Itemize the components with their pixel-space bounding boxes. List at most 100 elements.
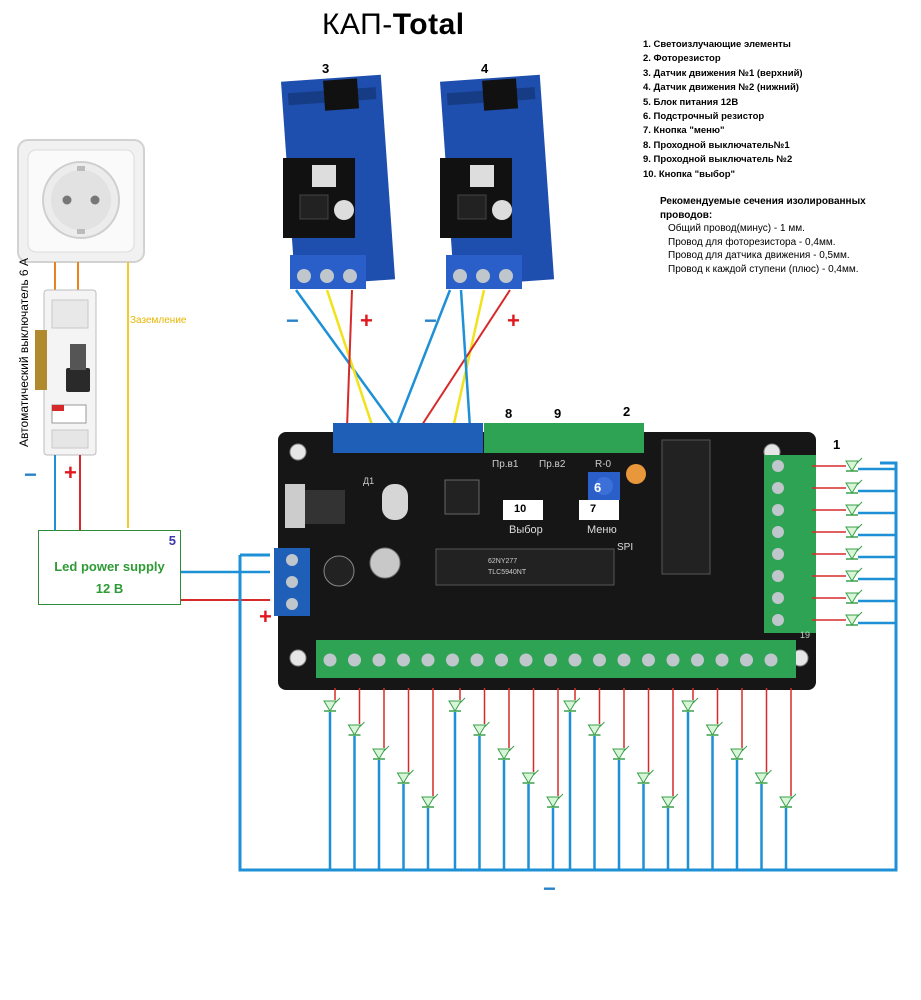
terminal-screw <box>544 653 557 667</box>
led-icon <box>845 523 863 538</box>
motion-sensor-icon <box>281 74 396 289</box>
terminal-screw <box>772 460 784 472</box>
plus-mark: + <box>259 604 272 629</box>
terminal-screw <box>772 526 784 538</box>
terminal-screw <box>495 653 508 667</box>
callout-10: 10 <box>514 503 527 515</box>
plus-mark: + <box>64 460 77 485</box>
legend-item: 6. Подстрочный резистор <box>643 111 765 123</box>
terminal-screw <box>421 653 435 667</box>
terminal-screw <box>568 653 582 667</box>
terminal-screw <box>617 653 631 667</box>
label-pv2: Пр.в2 <box>539 459 566 470</box>
chip-label-2: TLC5940NT <box>488 569 527 576</box>
terminal-screw <box>519 653 533 667</box>
socket-icon <box>17 139 145 263</box>
bottom-led-rows <box>323 653 797 870</box>
legend-item: 4. Датчик движения №2 (нижний) <box>643 82 799 94</box>
callout-2: 2 <box>623 404 631 419</box>
legend-list: 1. Светоизлучающие элементы 2. Фоторезис… <box>643 38 913 182</box>
led-icon <box>845 479 863 494</box>
label-menu: Меню <box>587 524 617 536</box>
legend-item: 5. Блок питания 12В <box>643 96 739 108</box>
terminal-screw <box>446 653 459 667</box>
led-icon <box>347 721 365 736</box>
label-d1: Д1 <box>363 476 375 486</box>
terminal-screw <box>642 653 655 667</box>
terminal-screw <box>715 653 729 667</box>
led-icon <box>845 589 863 604</box>
recommend-heading: Рекомендуемые сечения изолированных <box>660 196 866 207</box>
terminal-screw <box>772 482 784 494</box>
legend-item: 10. Кнопка "выбор" <box>643 168 736 180</box>
led-icon <box>636 769 654 784</box>
label-r0: R-0 <box>595 459 612 470</box>
legend-item: 2. Фоторезистор <box>643 53 721 65</box>
led-icon <box>396 769 414 784</box>
callout-7: 7 <box>590 503 597 515</box>
terminal-screw <box>666 653 680 667</box>
psu-name: Led power supply <box>54 559 165 574</box>
led-icon <box>845 611 863 626</box>
led-icon <box>730 745 748 760</box>
terminal-screw <box>764 653 778 667</box>
legend-item: 8. Проходной выключатель№1 <box>643 139 790 151</box>
led-icon <box>323 697 341 712</box>
legend-item: 3. Датчик движения №1 (верхний) <box>643 67 803 79</box>
terminal-screw <box>772 504 784 516</box>
page-title: КАП-Total <box>322 8 465 41</box>
label-spi: SPI <box>617 542 634 553</box>
legend-item: 7. Кнопка "меню" <box>643 125 725 137</box>
motion-sensor-icon <box>440 74 555 289</box>
led-icon <box>754 769 772 784</box>
sensor-wires <box>294 289 511 429</box>
minus-mark: − <box>24 462 37 487</box>
led-icon <box>421 793 439 808</box>
minus-mark: − <box>286 308 299 333</box>
led-icon <box>497 745 515 760</box>
led-icon <box>612 745 630 760</box>
plus-mark: + <box>360 308 373 333</box>
label-pv1: Пр.в1 <box>492 459 519 470</box>
led-icon <box>845 501 863 516</box>
led-icon <box>521 769 539 784</box>
terminal-screw <box>691 653 704 667</box>
power-supply-box: 5 Led power supply 12 В <box>38 530 181 605</box>
led-icon <box>845 545 863 560</box>
led-icon <box>546 793 564 808</box>
recommend-line: Общий провод(минус) - 1 мм. <box>668 223 805 235</box>
terminal-screw <box>772 548 784 560</box>
terminal-screw <box>397 653 410 667</box>
ground-label: Заземление <box>130 315 187 326</box>
terminal-screw <box>323 653 337 667</box>
common-minus-bus <box>238 461 898 872</box>
label-vybor: Выбор <box>509 524 543 536</box>
terminal-screw <box>372 653 386 667</box>
circuit-breaker-icon <box>35 289 97 456</box>
recommend-line: Провод для фоторезистора - 0,4мм. <box>668 236 836 248</box>
chip-label-1: 62NY277 <box>488 558 518 565</box>
terminal-screw <box>348 653 361 667</box>
psu-number: 5 <box>168 533 176 548</box>
led-icon <box>661 793 679 808</box>
callout-8: 8 <box>505 406 513 421</box>
wire-recommendations: Рекомендуемые сечения изолированных пров… <box>660 195 866 277</box>
plus-mark: + <box>507 308 520 333</box>
terminal-screw <box>772 614 784 626</box>
terminal-screw <box>470 653 484 667</box>
led-icon <box>372 745 390 760</box>
callout-1: 1 <box>833 437 841 452</box>
minus-mark: − <box>543 876 556 901</box>
breaker-label: Автоматический выключатель 6 А <box>17 258 31 447</box>
minus-mark: − <box>424 308 437 333</box>
legend-item: 1. Светоизлучающие элементы <box>643 39 791 50</box>
led-icon <box>587 721 605 736</box>
led-icon <box>681 697 699 712</box>
led-icon <box>563 697 581 712</box>
led-icon <box>845 457 863 472</box>
callout-3: 3 <box>322 61 330 76</box>
terminal-screw <box>772 570 784 582</box>
led-icon <box>472 721 490 736</box>
right-led-column <box>772 457 896 626</box>
